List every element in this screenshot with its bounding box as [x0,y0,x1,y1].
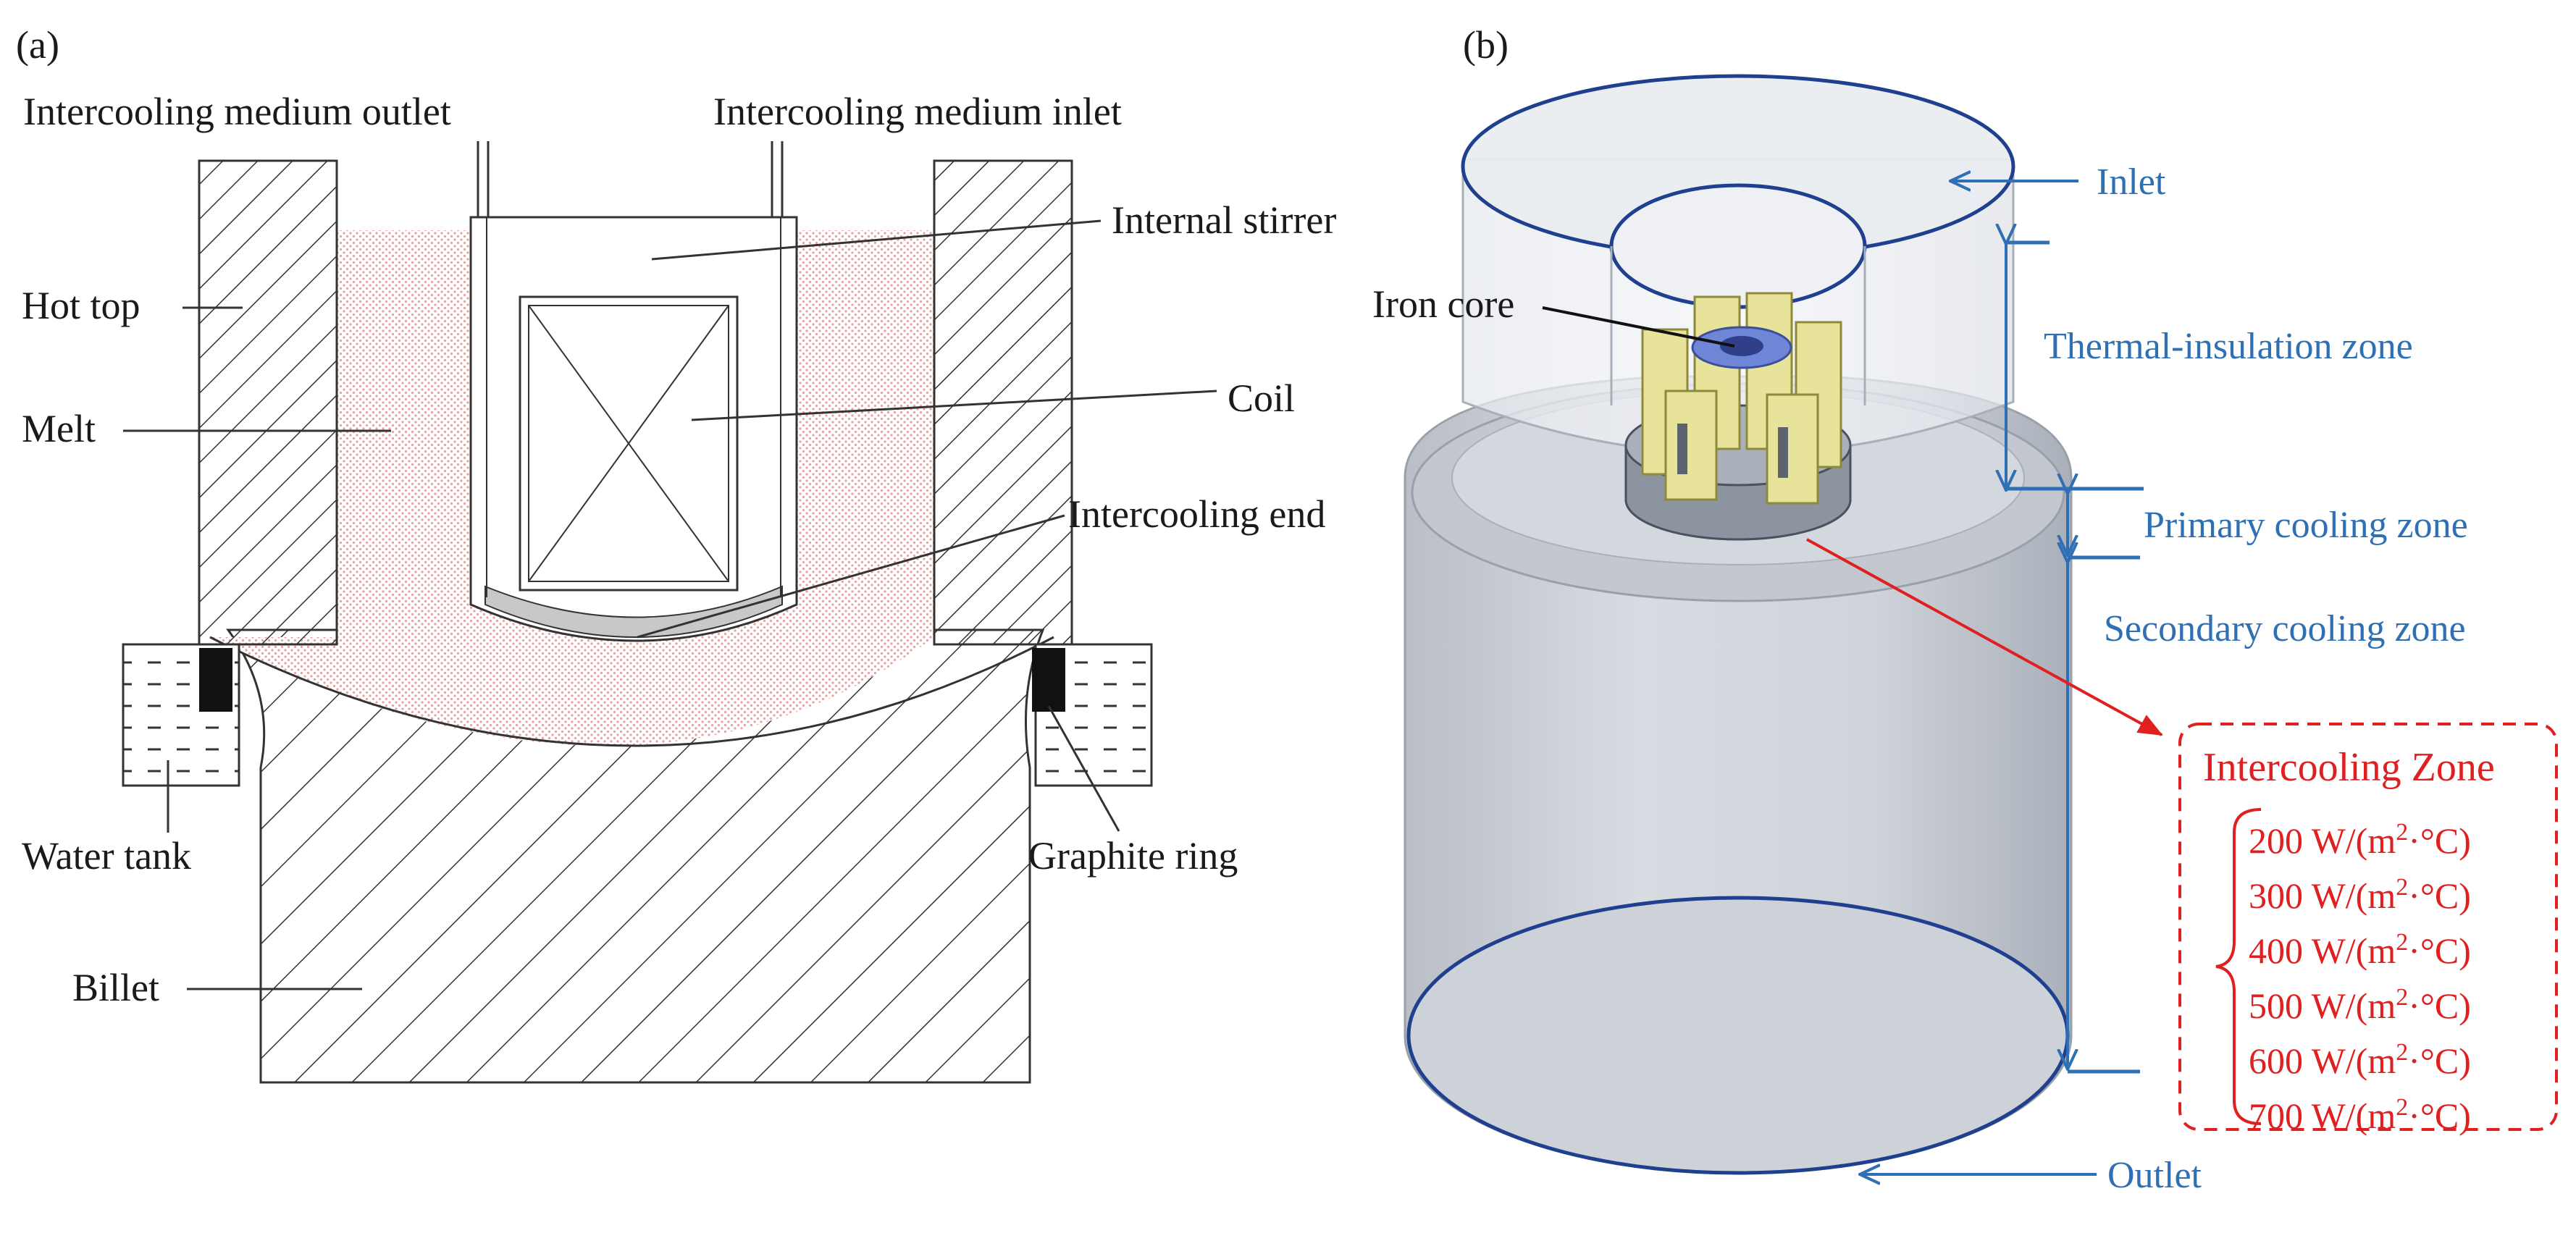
panel-b-tag: (b) [1463,23,1509,67]
label-billet: Billet [72,966,159,1009]
leader-iron-core [1542,306,1735,348]
leader-graphite-ring [1047,705,1120,832]
htc-value-300: 300 W/(m2·°C) [2249,874,2471,916]
label-graphite-ring: Graphite ring [1028,834,1238,878]
htc-value-200: 200 W/(m2·°C) [2249,819,2471,861]
coil [519,295,739,592]
label-intercooling-end: Intercooling end [1068,492,1325,536]
label-water-tank: Water tank [22,834,191,878]
leader-intercooling-end [637,514,1065,639]
intercooling-brace [2215,808,2262,1125]
intercooling-pipes [477,141,784,217]
panel-a-tag: (a) [16,23,59,67]
billet [226,628,1045,1084]
label-melt: Melt [22,407,96,450]
panel-a: (a) [16,23,1336,1084]
label-outlet: Intercooling medium outlet [23,90,451,133]
solidification-front [209,636,1054,747]
label-hot-top: Hot top [22,284,140,327]
label-stirrer: Internal stirrer [1112,198,1336,242]
label-thermal-zone: Thermal-insulation zone [2044,326,2413,367]
intercooling-zone-box: Intercooling Zone 200 W/(m2·°C) 300 W/(m2… [2178,723,2558,1136]
htc-value-400: 400 W/(m2·°C) [2249,929,2471,971]
label-secondary-zone: Secondary cooling zone [2104,608,2466,649]
intercooling-zone-title: Intercooling Zone [2203,745,2495,790]
leader-coil [691,390,1217,421]
label-inlet: Intercooling medium inlet [713,90,1122,133]
htc-value-list: 200 W/(m2·°C) 300 W/(m2·°C) 400 W/(m2·°C) 5… [2249,819,2471,1136]
label-b-outlet: Outlet [2107,1155,2202,1196]
iron-core-center [1720,336,1763,356]
htc-value-500: 500 W/(m2·°C) [2249,984,2471,1026]
inner-tube [1610,246,1866,405]
graphite-ring-left [199,648,232,712]
leader-stirrer [651,219,1102,261]
inlet-inner-ring [1609,183,1867,309]
htc-value-700: 700 W/(m2·°C) [2249,1094,2471,1136]
label-coil: Coil [1228,376,1295,420]
label-b-inlet: Inlet [2097,161,2166,203]
panel-b: (b) Iron c [1372,23,2558,1196]
hot-top-left [198,159,338,646]
coil-3d [1641,292,1842,505]
graphite-ring-right [1032,648,1065,712]
intercooling-pointer-arrow [1806,538,2163,736]
label-iron-core: Iron core [1372,282,1514,326]
label-primary-zone: Primary cooling zone [2144,505,2468,546]
outlet-face [1406,896,2070,1175]
htc-value-600: 600 W/(m2·°C) [2249,1039,2471,1081]
